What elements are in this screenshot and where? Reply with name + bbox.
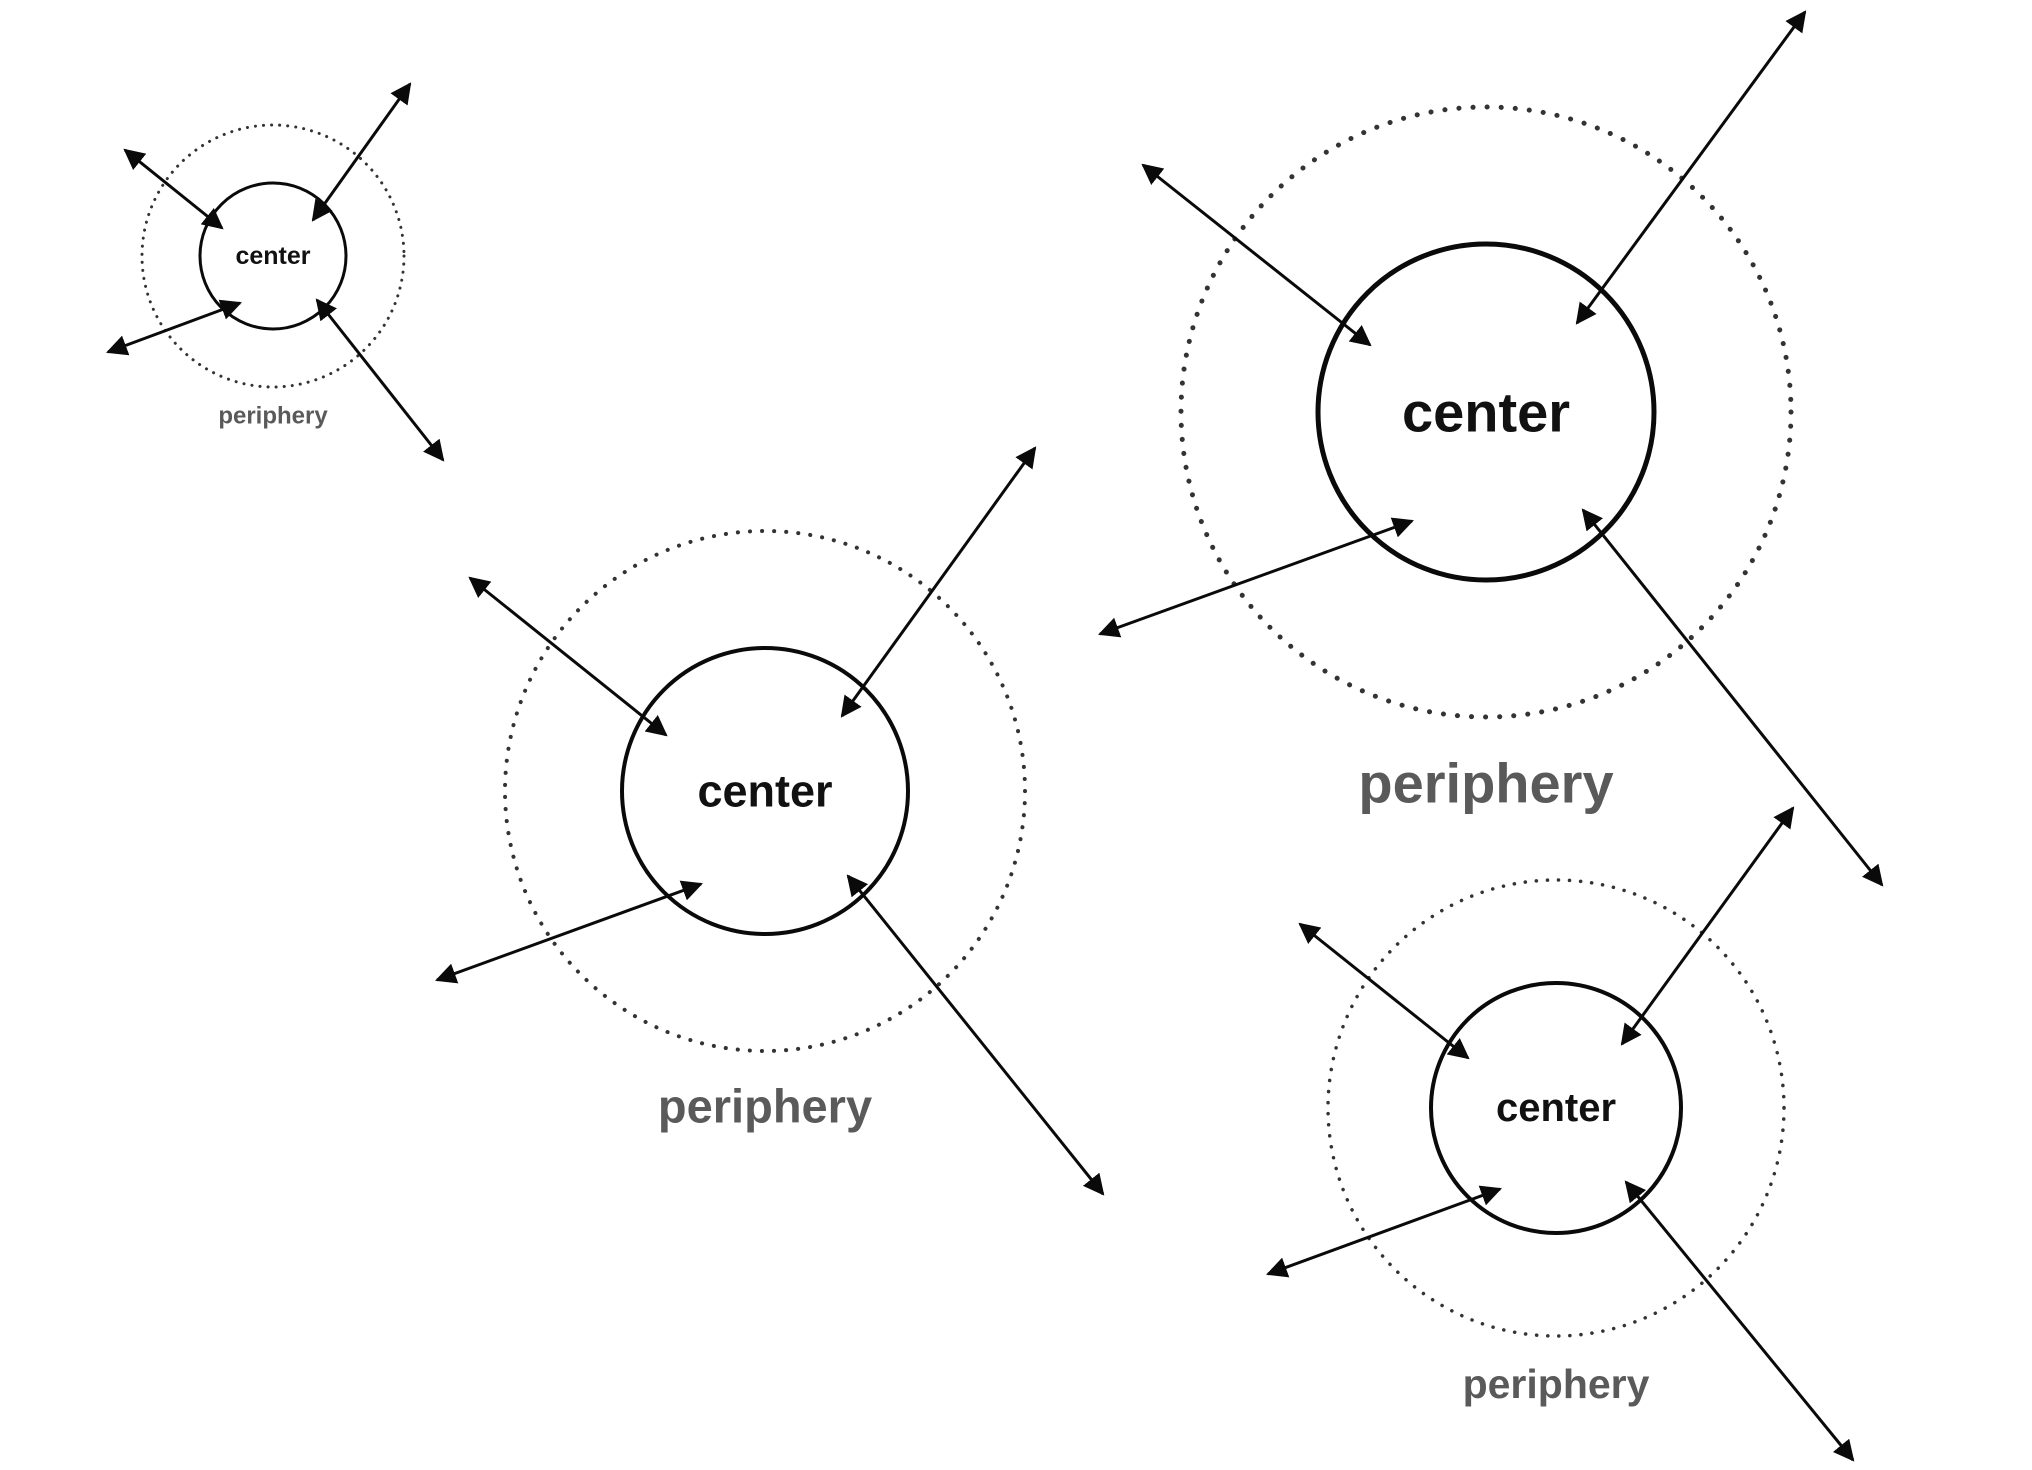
double-arrow [846,874,1105,1196]
periphery-label: periphery [1463,1361,1650,1407]
diagram-large-middle: center periphery [435,446,1105,1196]
double-arrow [1266,1185,1502,1278]
periphery-ring [1326,878,1786,1338]
double-arrow [1624,1180,1855,1462]
double-arrow [1581,508,1884,887]
periphery-label: periphery [1358,752,1613,815]
center-label: center [697,766,832,817]
double-arrow [123,148,224,230]
double-arrow [1620,806,1795,1046]
diagram-small-top-left: center periphery [106,82,445,462]
diagram-medium-bottom-right: center periphery [1266,806,1855,1462]
diagram-large-top-right: center periphery [1098,10,1884,887]
double-arrow [840,446,1037,718]
double-arrow [1575,10,1807,325]
center-label: center [1402,381,1570,444]
periphery-ring [1178,104,1794,720]
center-circle [1429,981,1683,1235]
double-arrow [315,298,445,462]
double-arrow [106,299,242,356]
double-arrow [1298,922,1470,1060]
center-label: center [235,242,310,270]
double-arrow [311,82,412,222]
center-circle [620,646,910,936]
periphery-ring [503,529,1027,1053]
double-arrow [435,880,703,984]
center-label: center [1496,1086,1616,1130]
periphery-label: periphery [218,403,328,430]
periphery-ring [140,123,406,389]
center-circle [198,181,348,331]
double-arrow [1098,517,1414,638]
periphery-label: periphery [658,1080,872,1133]
center-circle [1315,241,1657,583]
double-arrow [1141,163,1372,347]
double-arrow [468,576,668,737]
